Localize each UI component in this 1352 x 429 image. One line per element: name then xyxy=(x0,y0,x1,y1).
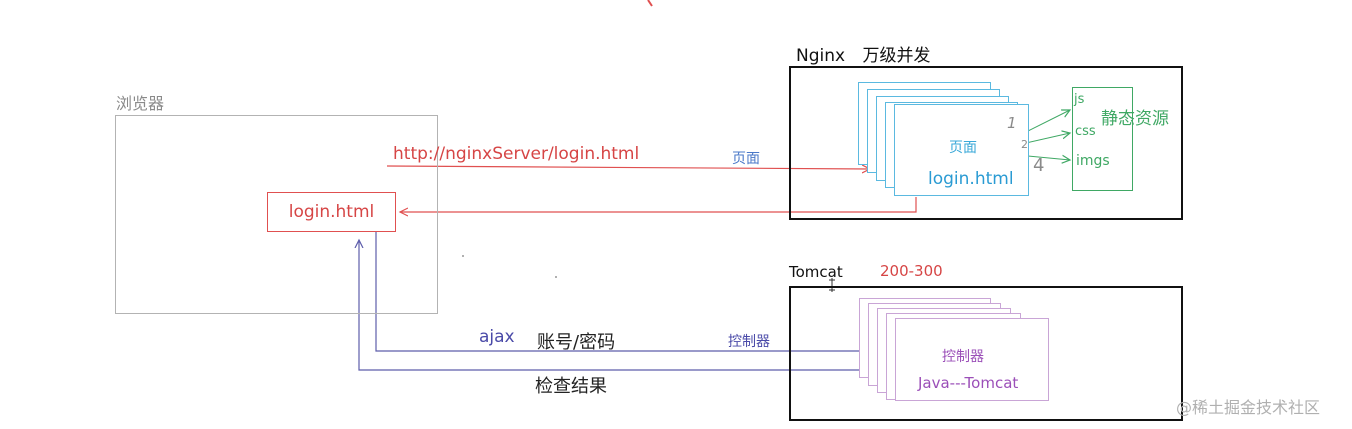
dot xyxy=(462,255,464,257)
dot xyxy=(555,276,557,278)
static-imgs: imgs xyxy=(1076,153,1110,169)
url-label: http://nginxServer/login.html xyxy=(393,144,640,164)
watermark: @稀土掘金技术社区 xyxy=(1176,398,1321,417)
nginx-page-label: 页面 xyxy=(949,140,977,156)
nginx-title: Nginx 万级并发 xyxy=(796,41,930,66)
nginx-page-card[interactable]: 页面 login.html xyxy=(894,104,1029,196)
nginx-server-box xyxy=(789,66,1183,220)
tomcat-server-box xyxy=(789,286,1183,421)
browser-login-page[interactable]: login.html xyxy=(267,192,396,232)
ajax-result-arrow xyxy=(359,240,868,371)
mark-1: 1 xyxy=(1007,114,1017,132)
browser-login-page-label: login.html xyxy=(288,202,375,222)
result-label: 检查结果 xyxy=(535,376,607,397)
static-resources-box xyxy=(1072,87,1133,191)
ajax-label: ajax xyxy=(479,327,515,347)
nginx-page-file: login.html xyxy=(928,169,1014,189)
top-red-mark xyxy=(647,0,653,7)
tomcat-controller-card[interactable]: 控制器 Java---Tomcat xyxy=(895,318,1049,401)
page-arrow-label: 页面 xyxy=(732,151,760,167)
tomcat-range: 200-300 xyxy=(880,262,943,280)
nginx-name: Nginx xyxy=(796,46,846,66)
browser-label: 浏览器 xyxy=(116,94,165,113)
tomcat-title: Tomcat xyxy=(789,263,843,281)
tomcat-runtime-label: Java---Tomcat xyxy=(918,374,1019,392)
mark-4: 4 xyxy=(1033,155,1045,176)
static-css: css xyxy=(1075,124,1096,139)
static-title: 静态资源 xyxy=(1101,109,1169,129)
nginx-subtitle: 万级并发 xyxy=(862,46,931,66)
ajax-request-arrow xyxy=(375,232,868,351)
mark-2: 2 xyxy=(1021,138,1028,151)
static-js: js xyxy=(1074,92,1085,107)
response-arrow xyxy=(400,197,917,212)
cursor-icon xyxy=(829,278,835,292)
tomcat-controller-label: 控制器 xyxy=(942,349,984,365)
credentials-label: 账号/密码 xyxy=(537,332,616,353)
browser-window xyxy=(115,115,438,314)
controller-arrow-label: 控制器 xyxy=(728,334,770,350)
